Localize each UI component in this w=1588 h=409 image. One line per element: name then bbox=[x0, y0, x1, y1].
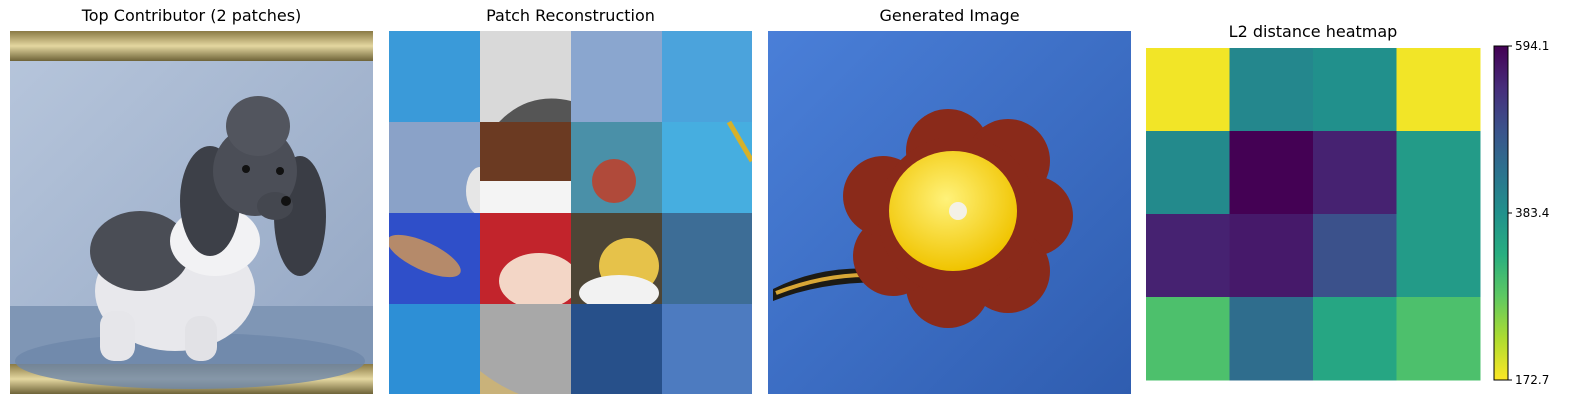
patch-mosaic bbox=[389, 31, 752, 394]
heatmap-cell-1-1 bbox=[1229, 131, 1314, 215]
heatmap-cell-3-3 bbox=[1396, 297, 1481, 381]
colorbar: 594.1 383.4 172.7 bbox=[1493, 40, 1549, 387]
l2-distance-heatmap: 594.1 383.4 172.7 bbox=[1146, 40, 1549, 387]
patch-reconstruction-image bbox=[389, 31, 752, 394]
patch-3-1 bbox=[480, 304, 571, 394]
colorbar-tick-label-1: 383.4 bbox=[1515, 206, 1549, 220]
top-contributor-title: Top Contributor (2 patches) bbox=[81, 6, 302, 25]
patch-reconstruction-title: Patch Reconstruction bbox=[486, 6, 655, 25]
patch-0-2 bbox=[571, 31, 662, 122]
generated-image-title: Generated Image bbox=[879, 6, 1020, 25]
heatmap-cell-2-1 bbox=[1229, 214, 1314, 298]
heatmap-cell-0-1 bbox=[1229, 48, 1314, 132]
felt-flower-photo bbox=[768, 31, 1131, 394]
generated-image bbox=[768, 31, 1131, 394]
patch-0-0 bbox=[389, 31, 480, 122]
heatmap-cell-1-3 bbox=[1396, 131, 1481, 215]
patch-3-2 bbox=[571, 304, 662, 394]
heatmap-cell-0-0 bbox=[1146, 48, 1230, 132]
heatmap-cell-3-2 bbox=[1313, 297, 1397, 381]
colorbar-tick-label-0: 594.1 bbox=[1515, 40, 1549, 53]
patch-0-3 bbox=[662, 31, 752, 122]
heatmap-cell-3-0 bbox=[1146, 297, 1230, 381]
heatmap-cell-2-2 bbox=[1313, 214, 1397, 298]
patch-1-0 bbox=[389, 122, 480, 213]
heatmap-cell-1-0 bbox=[1146, 131, 1230, 215]
heatmap-cell-1-2 bbox=[1313, 131, 1397, 215]
heatmap-cell-0-3 bbox=[1396, 48, 1481, 132]
patch-2-3 bbox=[662, 213, 752, 304]
heatmap-cell-3-1 bbox=[1229, 297, 1314, 381]
top-contributor-image bbox=[10, 31, 373, 394]
patch-3-3 bbox=[662, 304, 752, 394]
heatmap-cell-2-3 bbox=[1396, 214, 1481, 298]
patch-3-0 bbox=[389, 304, 480, 394]
heatmap-grid bbox=[1146, 48, 1481, 381]
heatmap-cell-0-2 bbox=[1313, 48, 1397, 132]
poodle-photo bbox=[10, 31, 373, 394]
colorbar-tick-label-2: 172.7 bbox=[1515, 373, 1549, 387]
heatmap-cell-2-0 bbox=[1146, 214, 1230, 298]
heatmap-title: L2 distance heatmap bbox=[1228, 22, 1398, 41]
colorbar-gradient bbox=[1493, 45, 1509, 381]
